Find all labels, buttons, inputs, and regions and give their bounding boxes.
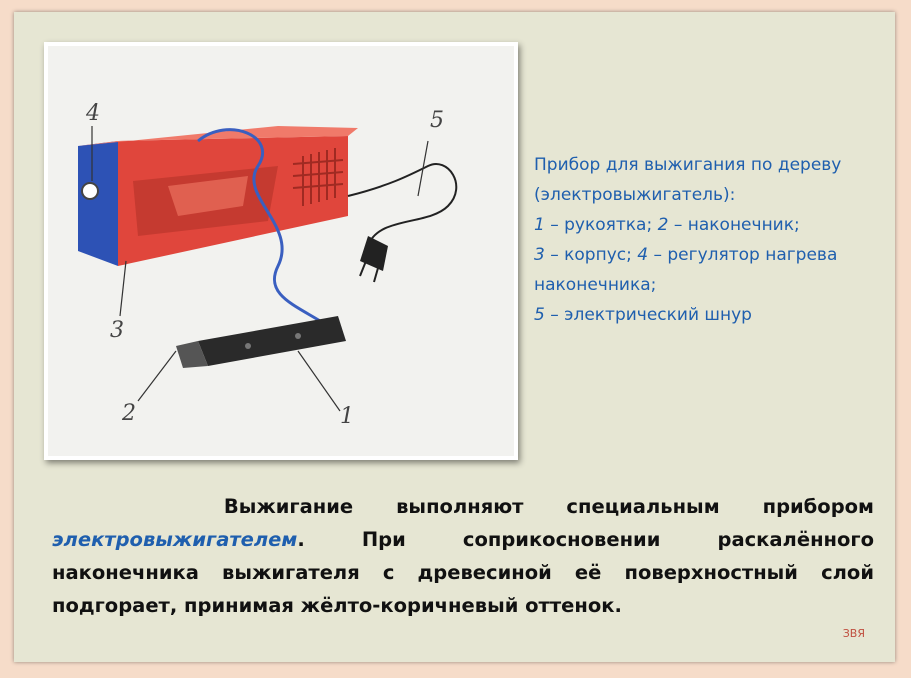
caption-item-text: – рукоятка; xyxy=(544,215,658,235)
highlighted-term: электровыжигателем xyxy=(52,528,298,551)
device-side-panel xyxy=(78,141,118,266)
callout-1: 1 xyxy=(340,404,354,429)
knob-icon xyxy=(81,182,99,200)
paragraph-part-2: . При соприкосновении раскалённого након… xyxy=(52,528,874,617)
caption-item-num: 3 xyxy=(534,245,545,265)
callout-4: 4 xyxy=(86,101,100,126)
watermark: ЗВЯ xyxy=(842,627,865,640)
main-paragraph: Выжигание выполняют специальным прибором… xyxy=(52,490,874,622)
figure-caption: Прибор для выжигания по дереву (электров… xyxy=(534,150,874,330)
device-illustration: 4 5 3 2 1 xyxy=(44,42,518,460)
caption-item-num: 1 xyxy=(534,215,545,235)
caption-title: Прибор для выжигания по дереву (электров… xyxy=(534,155,842,205)
caption-item-num: 5 xyxy=(534,305,545,325)
callout-3: 3 xyxy=(110,318,124,343)
tip-holder xyxy=(168,176,248,216)
caption-item-text: – электрический шнур xyxy=(544,305,752,325)
caption-item-text: – корпус; xyxy=(544,245,638,265)
caption-item-num: 2 xyxy=(657,215,669,235)
leader-lines xyxy=(91,126,429,412)
electroburner-drawing xyxy=(78,126,458,412)
caption-item-text: – регулятор нагрева наконечника; xyxy=(534,245,838,295)
caption-item-text: – наконечник; xyxy=(668,215,800,235)
vent-grille xyxy=(292,148,344,206)
plug-icon xyxy=(360,236,388,271)
slide: 4 5 3 2 1 Прибор для выжигания по дереву… xyxy=(14,12,895,662)
tip xyxy=(176,341,208,368)
handle xyxy=(198,316,346,366)
callout-5: 5 xyxy=(430,108,444,133)
power-cord xyxy=(347,163,458,247)
handle-cord xyxy=(197,128,329,328)
caption-item-num: 4 xyxy=(637,245,649,265)
device-top xyxy=(78,126,358,146)
callout-2: 2 xyxy=(122,401,136,426)
paragraph-part-1: Выжигание выполняют специальным прибором xyxy=(223,495,874,518)
